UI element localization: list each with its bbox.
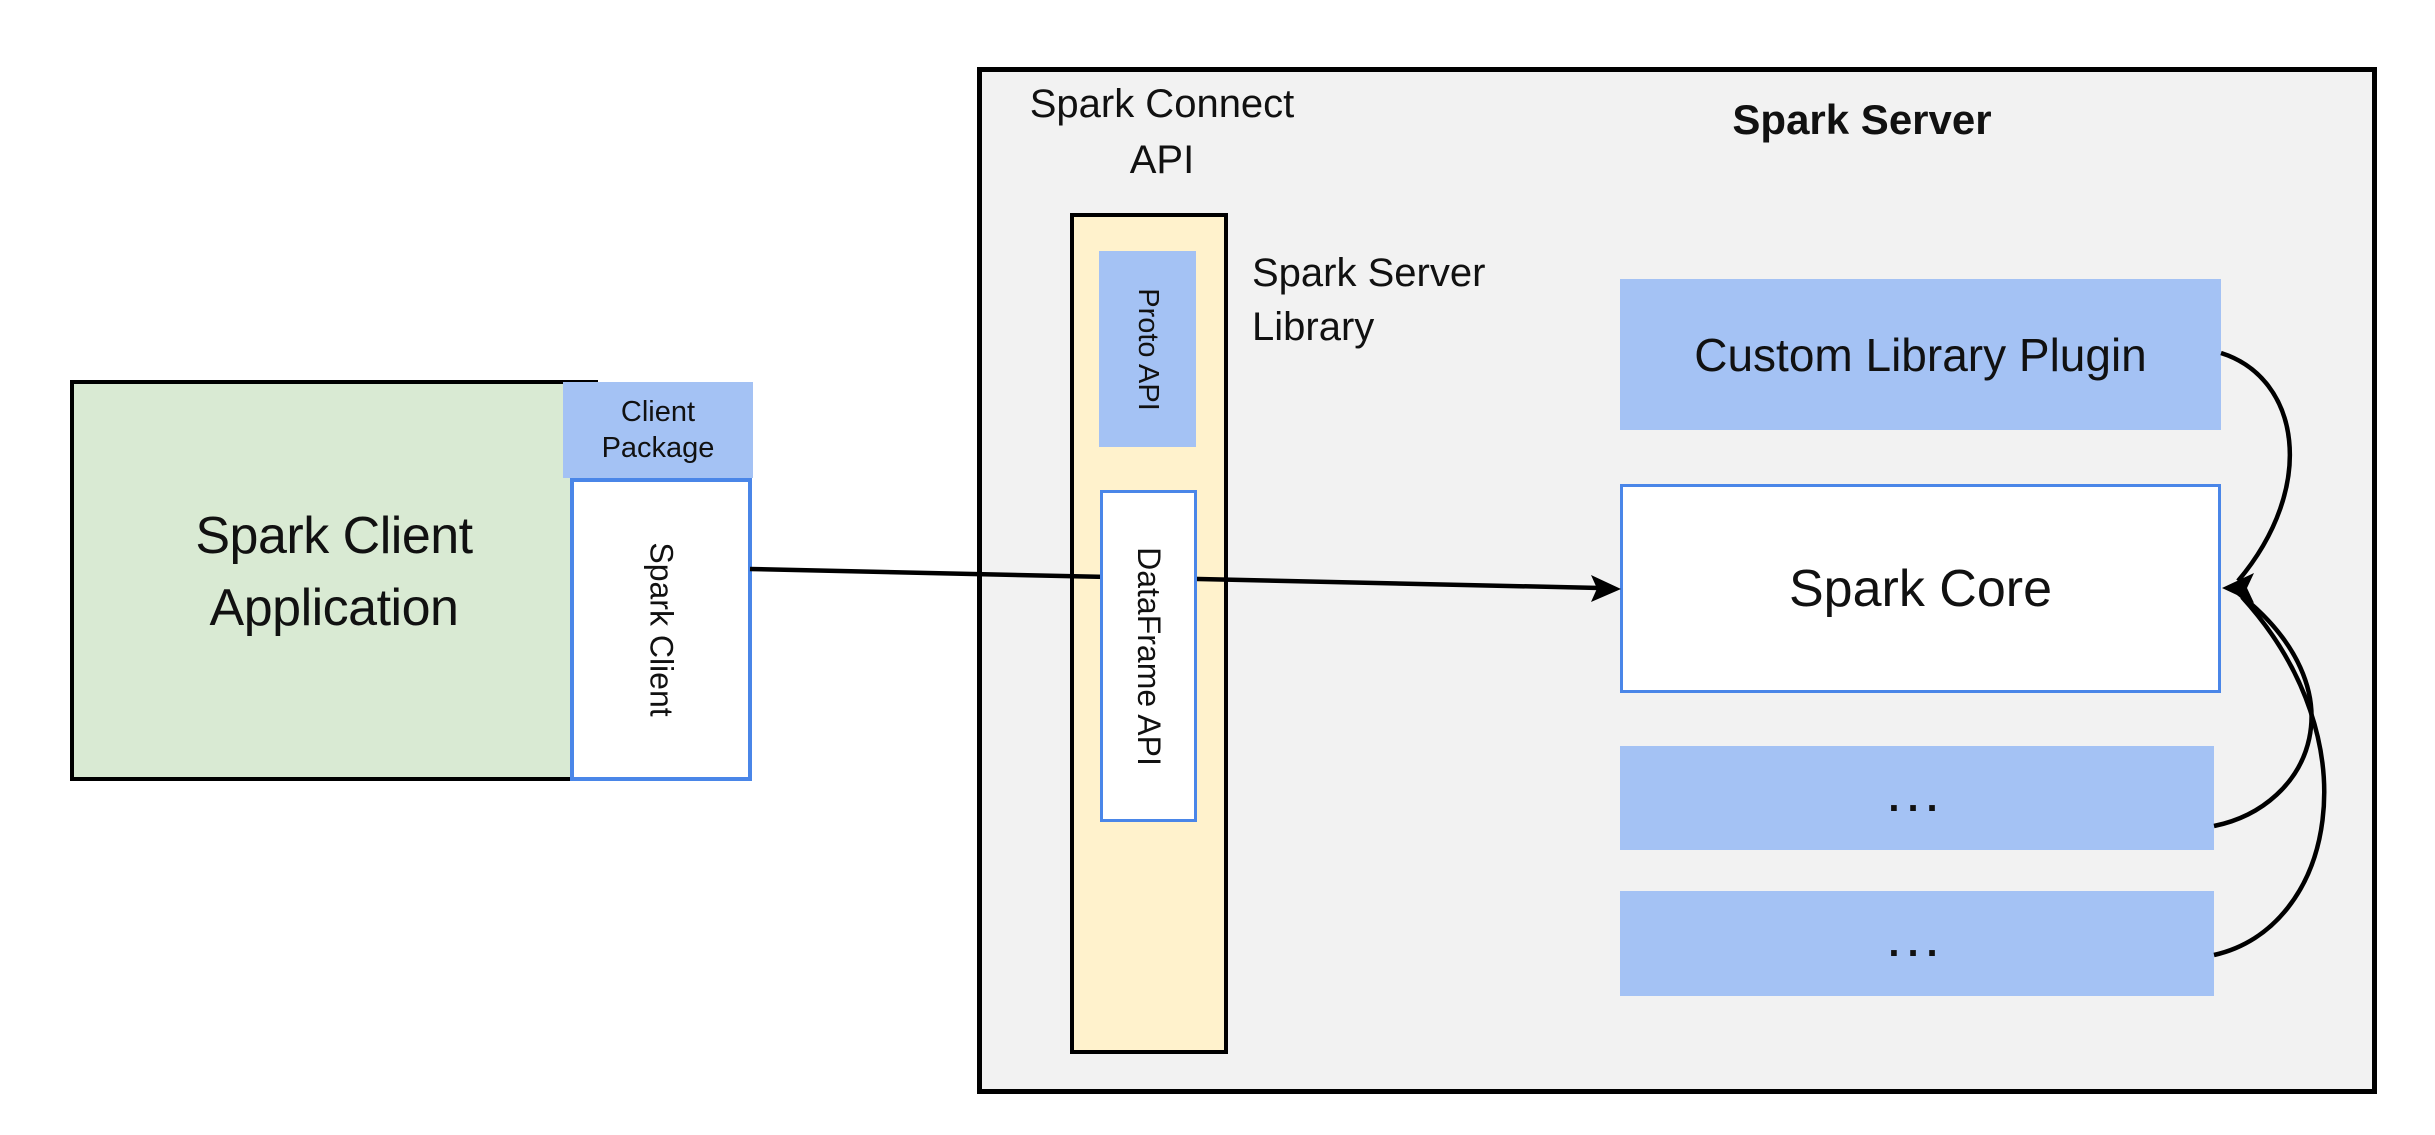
spark-server-library-label-line2: Library: [1252, 305, 1375, 349]
spark-core-label: Spark Core: [1789, 559, 2052, 618]
proto-api-label: Proto API: [1132, 287, 1165, 411]
extension-box-2: ...: [1620, 891, 2214, 996]
spark-client-application-box: [70, 380, 598, 781]
custom-library-plugin-box: Custom Library Plugin: [1620, 279, 2221, 430]
extension-box-1: ...: [1620, 746, 2214, 850]
client-package-label-line2: Package: [601, 432, 715, 464]
spark-client-label: Spark Client: [643, 542, 680, 717]
spark-server-library-label: Spark Server Library: [1252, 246, 1582, 354]
spark-connect-api-title: Spark Connect API: [1002, 76, 1322, 188]
custom-library-plugin-label: Custom Library Plugin: [1694, 328, 2147, 381]
spark-server-library-label-line1: Spark Server: [1252, 251, 1486, 295]
spark-client-application-label-line1: Spark Client: [195, 507, 473, 565]
spark-server-title: Spark Server: [1732, 96, 1992, 143]
spark-core-box: Spark Core: [1620, 484, 2221, 693]
spark-client-application-label-line2: Application: [209, 579, 459, 637]
client-package-box: Client Package: [563, 382, 753, 478]
dataframe-api-label: DataFrame API: [1131, 546, 1167, 766]
spark-client-box: Spark Client: [570, 478, 752, 781]
dataframe-api-box: DataFrame API: [1100, 490, 1197, 822]
client-package-label-line1: Client: [620, 396, 696, 428]
spark-client-application-label: Spark Client Application: [70, 500, 598, 644]
spark-connect-api-title-line2: API: [1129, 138, 1195, 182]
extension-dots-2: ...: [1888, 921, 1946, 965]
extension-dots-1: ...: [1888, 775, 1946, 820]
spark-connect-api-title-line1: Spark Connect: [1029, 82, 1295, 126]
proto-api-box: Proto API: [1099, 251, 1196, 447]
